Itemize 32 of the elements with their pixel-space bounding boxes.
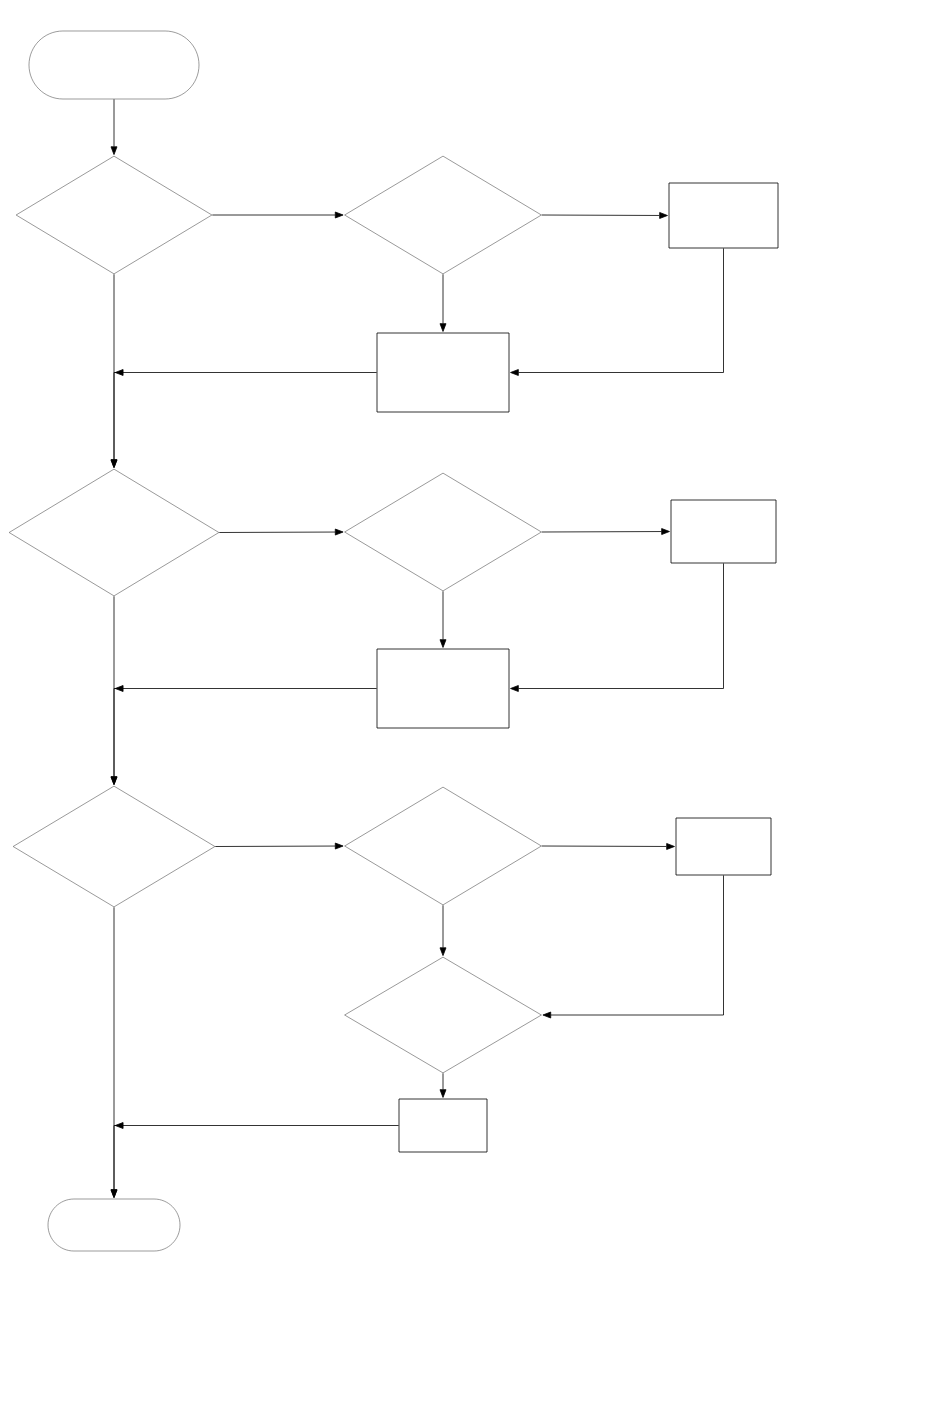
arrow [439, 904, 447, 956]
process-box [670, 499, 777, 564]
arrow [110, 595, 118, 785]
decision-diamond [344, 956, 542, 1074]
process-box [668, 182, 779, 249]
decision-diamond [15, 155, 213, 275]
process-box [376, 332, 510, 413]
arrow [214, 842, 344, 850]
decision-diamond [12, 785, 216, 908]
arrow [439, 1072, 447, 1098]
arrow [110, 906, 118, 1198]
arrow [541, 843, 675, 850]
terminal-shape [28, 30, 200, 100]
decision-diamond [8, 468, 220, 597]
process-box [398, 1098, 488, 1153]
arrow [211, 211, 344, 219]
arrow [110, 273, 118, 468]
arrow [510, 248, 724, 376]
arrow [510, 563, 724, 692]
arrow [439, 590, 447, 648]
arrow [218, 528, 344, 536]
terminal-shape [47, 1198, 181, 1252]
process-box [376, 648, 510, 729]
arrow [110, 98, 118, 155]
decision-diamond [344, 786, 542, 906]
process-box [675, 817, 772, 876]
arrow [542, 875, 724, 1019]
arrow [541, 212, 668, 219]
arrow [439, 273, 447, 332]
arrow [541, 528, 670, 535]
decision-diamond [344, 472, 542, 592]
decision-diamond [344, 155, 542, 275]
